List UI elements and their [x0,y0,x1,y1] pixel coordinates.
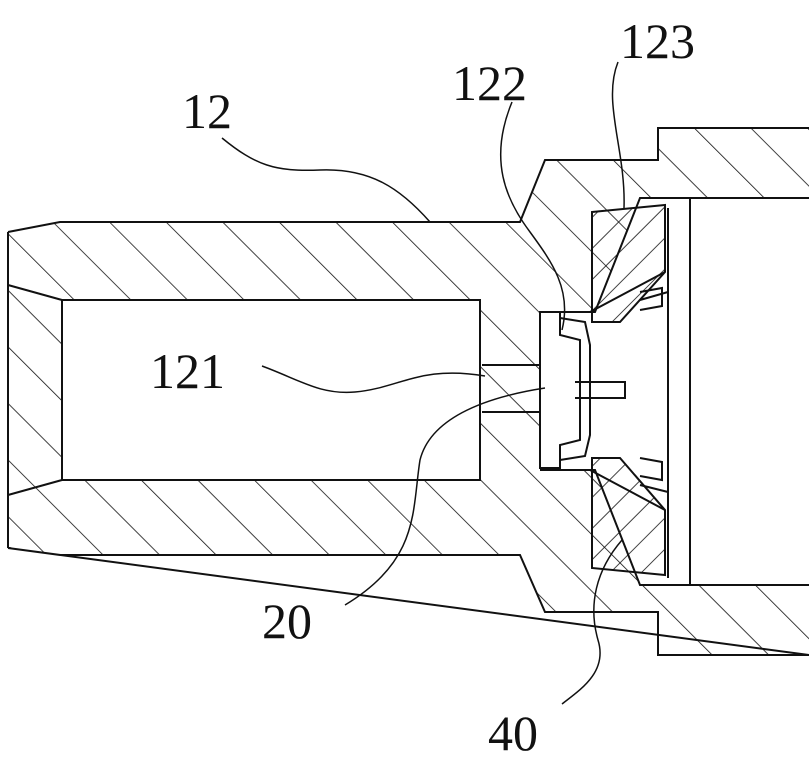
ring-upper [591,203,666,323]
label-40: 40 [488,705,538,757]
housing-body [8,128,809,655]
label-121: 121 [150,343,225,399]
leader-20 [344,387,546,606]
leader-40 [561,539,623,705]
label-122: 122 [452,55,527,111]
ring-lower [591,457,666,577]
housing-outline [7,127,809,656]
bore-wall [667,198,691,585]
housing-front-edge [7,232,63,548]
valve-core [559,317,591,461]
inner-cavity [61,299,481,481]
label-123: 123 [620,13,695,69]
leader-12 [221,137,431,223]
leader-121 [261,365,486,394]
leader-122 [499,101,566,331]
lower-slot [639,457,663,482]
label-20: 20 [262,593,312,649]
pin [482,364,626,413]
upper-slot [639,286,663,311]
valve-element [539,311,581,469]
label-12: 12 [182,83,232,139]
cone-wall [589,271,669,511]
leader-123 [611,61,625,209]
